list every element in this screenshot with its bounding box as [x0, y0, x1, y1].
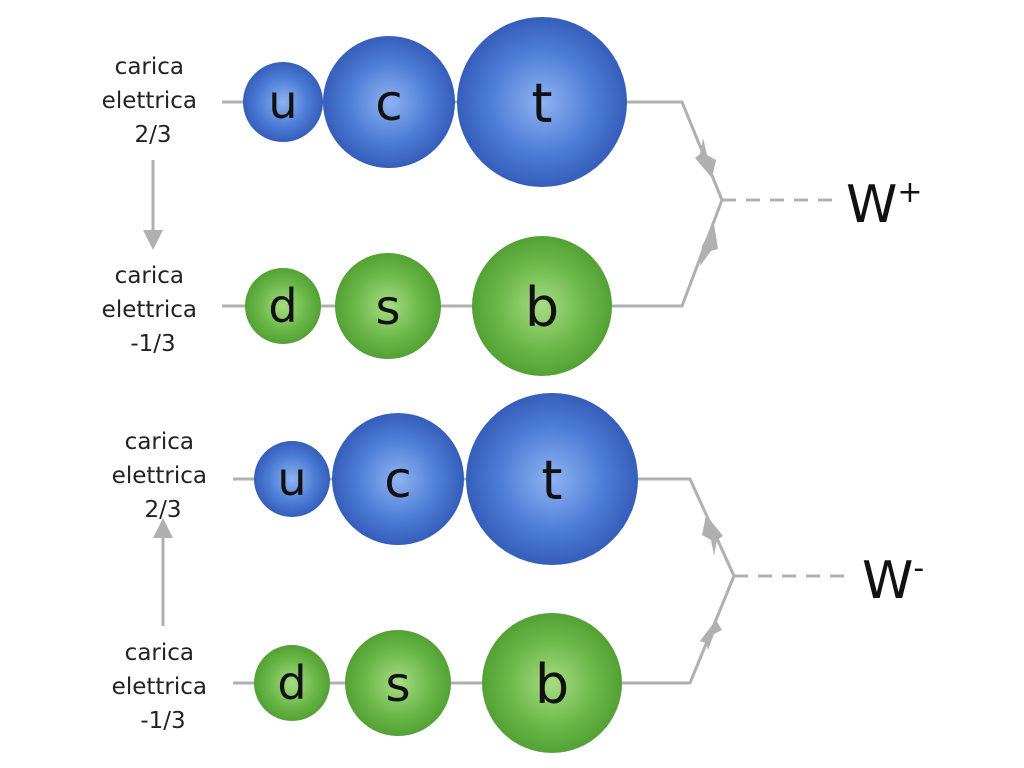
quark-s-label: s	[375, 280, 400, 336]
quark-d-label: d	[268, 279, 297, 333]
quark-u-label: u	[268, 75, 297, 129]
upper-row-to-vertex-line	[626, 100, 724, 201]
quark-b-label: b	[525, 276, 559, 339]
upper-row-to-vertex-line	[636, 477, 736, 577]
quark-b-circle	[482, 613, 622, 753]
flow-arrow-icon	[700, 224, 718, 266]
quark-s-label: s	[385, 657, 410, 713]
quark-t-circle	[457, 17, 627, 187]
flow-arrow-icon	[700, 620, 722, 650]
quark-u-circle	[243, 62, 323, 142]
flow-arrow-icon	[695, 138, 716, 178]
quark-b-label: b	[535, 653, 569, 716]
lower-charge-label: carica elettrica -1/3	[112, 640, 215, 734]
lower-row-to-vertex-line	[622, 575, 736, 685]
panel-w-plus: carica elettrica 2/3 carica elettrica -1…	[102, 17, 923, 376]
upper-charge-label: carica elettrica 2/3	[102, 54, 205, 148]
panel-w-minus: carica elettrica 2/3 carica elettrica -1…	[112, 393, 924, 753]
flow-arrow-icon	[702, 515, 723, 556]
quark-c-label: c	[384, 451, 412, 509]
quark-d-circle	[254, 645, 330, 721]
lower-charge-label: carica elettrica -1/3	[102, 263, 205, 357]
quark-d-label: d	[277, 656, 306, 710]
quark-t-label: t	[541, 449, 562, 512]
quark-c-label: c	[375, 74, 403, 132]
quark-u-circle	[254, 441, 330, 517]
quark-t-label: t	[531, 72, 552, 135]
quark-b-circle	[472, 236, 612, 376]
quark-t-circle	[466, 393, 638, 565]
upper-charge-label: carica elettrica 2/3	[112, 429, 215, 523]
charge-arrow-down-icon	[143, 230, 163, 250]
charge-arrow-up-icon	[153, 518, 173, 538]
quark-s-circle	[335, 253, 441, 359]
quark-s-circle	[345, 630, 451, 736]
quark-c-circle	[332, 413, 464, 545]
boson-w-plus-label: W+	[846, 175, 923, 235]
quark-c-circle	[323, 36, 455, 168]
quark-u-label: u	[277, 452, 306, 506]
boson-w-minus-label: W-	[862, 551, 924, 611]
quark-d-circle	[245, 268, 321, 344]
